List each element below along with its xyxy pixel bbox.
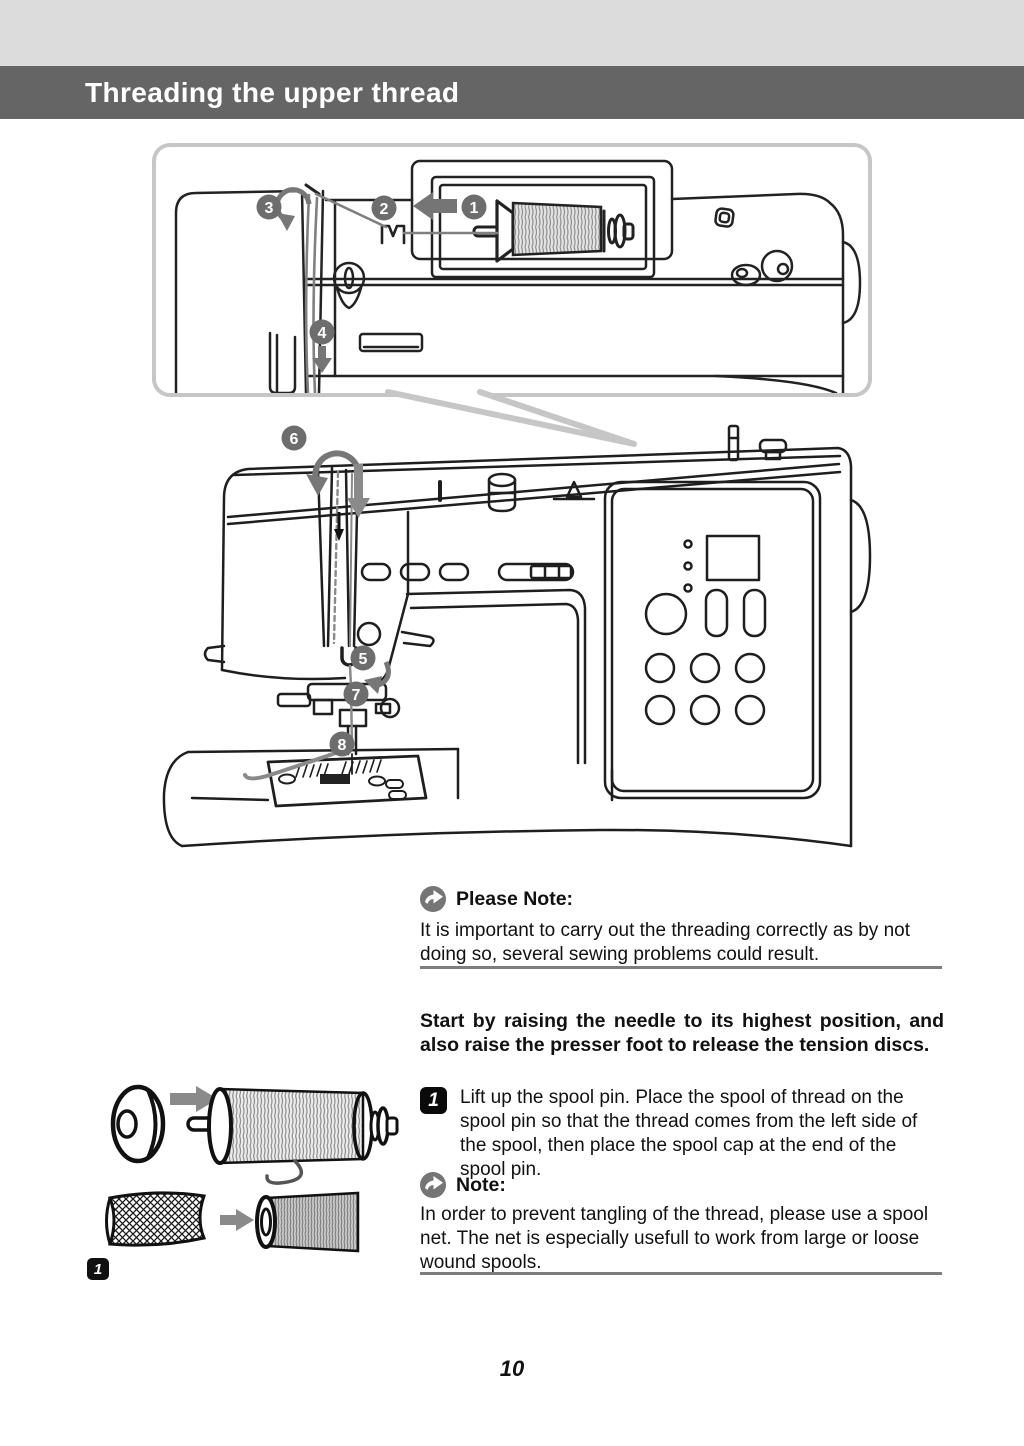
marker-8: 8 [338, 737, 347, 754]
figure-badge-number: 1 [94, 1261, 102, 1278]
note-heading: Note: [456, 1173, 506, 1196]
step3-curl-arrow-icon [274, 187, 312, 231]
marker-2: 2 [380, 201, 389, 218]
step4-down-arrow-icon [312, 346, 332, 373]
divider [420, 966, 942, 969]
note-section: Note: In order to prevent tangling of th… [420, 1172, 944, 1275]
step5-curl-arrow-icon [364, 660, 391, 694]
machine-top-illustration: 1 2 3 4 [174, 159, 862, 393]
down-arrow-icon [347, 464, 370, 518]
note-arrow-icon [420, 1172, 446, 1198]
thread-spool [186, 1087, 399, 1185]
marker-7: 7 [352, 687, 361, 704]
machine-step-markers: 6 5 7 8 [281, 425, 376, 757]
figure-badge: 1 [87, 1258, 109, 1280]
small-down-arrow-icon [334, 512, 344, 541]
netted-spool [255, 1191, 360, 1253]
divider [420, 1272, 942, 1275]
page-title: Threading the upper thread [85, 76, 460, 108]
please-note-body: It is important to carry out the threadi… [420, 920, 911, 965]
marker-5: 5 [359, 651, 368, 668]
marker-4: 4 [318, 325, 327, 342]
spool-thread-texture [511, 201, 603, 257]
thread-path [304, 192, 499, 393]
spool-net-edge [105, 1197, 112, 1245]
marker-1: 1 [470, 200, 479, 217]
right-arrow-icon [170, 1086, 218, 1112]
right-arrow-icon [220, 1209, 254, 1231]
spool-setup-illustration: 1 [87, 1084, 399, 1280]
step-1-badge: 1 [420, 1087, 447, 1114]
thread-path-callout-figure: 1 2 3 4 [152, 143, 872, 397]
sewing-machine-illustration: 6 5 7 8 [162, 424, 872, 848]
step6-curl-arrow-icon [306, 450, 361, 496]
spool-net [107, 1191, 207, 1247]
note-arrow-icon [420, 886, 446, 912]
step1-left-arrow-icon [413, 192, 457, 220]
callout-step-markers: 1 2 3 4 [256, 194, 487, 345]
instruction-paragraph: Start by raising the needle to its highe… [420, 1010, 944, 1056]
please-note-heading: Please Note: [456, 887, 574, 910]
spool-cap [110, 1084, 166, 1164]
step-1-section: 1 Lift up the spool pin. Place the spool… [420, 1086, 944, 1182]
page-top-strip [0, 0, 1024, 66]
callout-pointer-tail [385, 389, 637, 447]
please-note-section: Please Note: It is important to carry ou… [420, 886, 944, 967]
note-body: In order to prevent tangling of the thre… [420, 1204, 929, 1273]
presser-foot-dark [320, 774, 350, 784]
marker-6: 6 [290, 431, 299, 448]
step-1-text: Lift up the spool pin. Place the spool o… [460, 1087, 918, 1180]
page-number: 10 [499, 1356, 525, 1381]
marker-3: 3 [265, 200, 274, 217]
section-title-bar: Threading the upper thread [0, 66, 1024, 119]
